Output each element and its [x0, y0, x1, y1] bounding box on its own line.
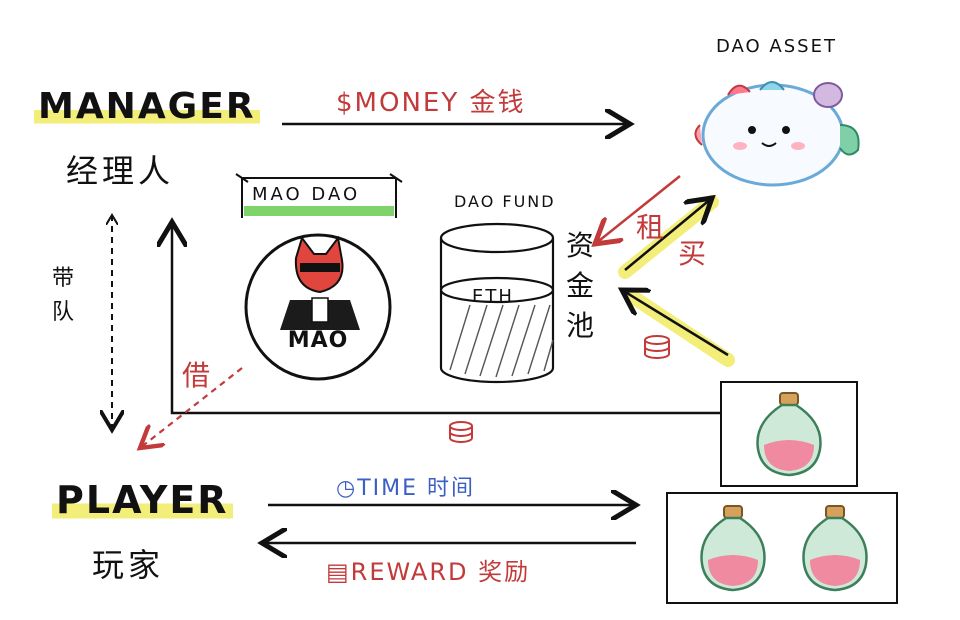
potion-icon	[700, 505, 766, 592]
manager-subtitle: 经理人	[66, 152, 175, 190]
buy-arrow	[624, 198, 712, 271]
mao-logo	[244, 233, 392, 381]
fund-pool-label: 资金池	[566, 229, 595, 342]
dao-asset-title: DAO ASSET	[716, 36, 837, 57]
player-subtitle: 玩家	[92, 546, 165, 584]
buy-label: 买	[678, 237, 709, 270]
potion-icon	[756, 392, 822, 477]
coin-stack-icon-2	[449, 421, 473, 443]
rent-label: 租	[636, 211, 667, 244]
potion-icon	[802, 505, 868, 592]
mao-dao-banner	[235, 173, 403, 218]
dao-fund-title: DAO FUND	[454, 192, 556, 211]
eth-label: ETH	[472, 286, 514, 307]
manager-title: MANAGER	[34, 86, 260, 127]
return-path-arrow	[172, 222, 720, 415]
lead-team-label: 带队	[52, 266, 75, 325]
rent-arrow	[595, 175, 681, 244]
reward-label: ▤REWARD 奖励	[326, 558, 531, 586]
player-title: PLAYER	[52, 478, 233, 522]
coin-stack-icon	[644, 335, 670, 359]
potion-box-double	[666, 492, 898, 604]
mao-logo-text: MAO	[287, 328, 349, 353]
time-label: ◷TIME 时间	[336, 476, 475, 501]
borrow-label: 借	[182, 359, 213, 392]
coin-inflow-arrow	[622, 290, 729, 357]
dao-asset-creature-icon	[694, 81, 860, 187]
money-label: $MONEY 金钱	[336, 88, 526, 118]
dao-fund-vessel	[439, 222, 555, 384]
potion-box-single	[720, 381, 858, 487]
mao-dao-banner-text: MAO DAO	[252, 184, 361, 205]
